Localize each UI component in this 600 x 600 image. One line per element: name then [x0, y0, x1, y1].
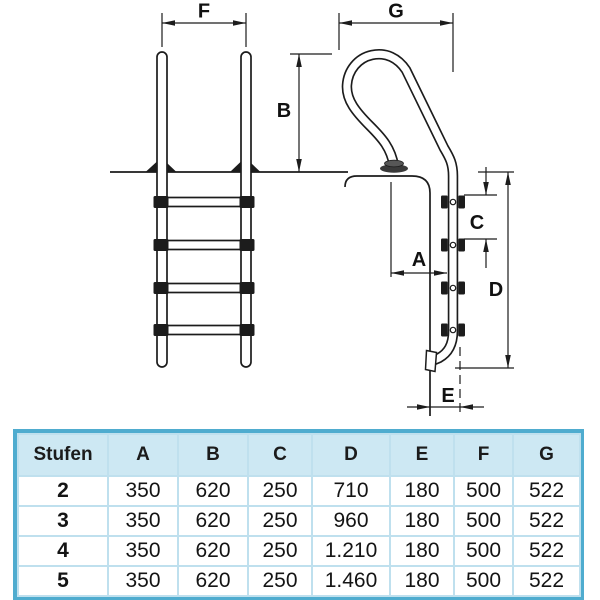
- front-view: [110, 51, 348, 368]
- dimension-d: D: [455, 171, 514, 369]
- dimensions-table: Stufen A B C D E F G 2 350 620 250 710: [13, 429, 584, 600]
- cell: 710: [311, 475, 391, 507]
- cell: 180: [389, 505, 455, 537]
- handrail-fill: [343, 50, 457, 364]
- dimension-label-c: C: [470, 212, 484, 234]
- header-f: F: [453, 433, 514, 477]
- cell: 350: [107, 535, 179, 567]
- dimension-c: C: [464, 167, 497, 268]
- dimension-label-b: B: [277, 100, 291, 122]
- cell: 522: [512, 505, 581, 537]
- cell: 250: [247, 475, 313, 507]
- header-e: E: [389, 433, 455, 477]
- header-g: G: [512, 433, 581, 477]
- dimension-e: E: [407, 347, 484, 414]
- cell: 180: [389, 535, 455, 567]
- cell: 250: [247, 565, 313, 597]
- table-row: 3 350 620 250 960 180 500 522: [17, 505, 581, 537]
- cell: 350: [107, 505, 179, 537]
- cell: 522: [512, 535, 581, 567]
- dimensions: F G B A: [161, 1, 514, 414]
- side-view: [341, 49, 465, 416]
- cell: 350: [107, 565, 179, 597]
- cell: 180: [389, 475, 455, 507]
- step-1: [153, 196, 255, 208]
- step-3: [153, 282, 255, 294]
- step-4: [153, 324, 255, 336]
- pool-deck-and-wall: [344, 175, 431, 416]
- dimension-g: G: [338, 1, 454, 72]
- cell: 522: [512, 475, 581, 507]
- cell: 2: [17, 475, 109, 507]
- table-row: 4 350 620 250 1.210 180 500 522: [17, 535, 581, 567]
- cell: 522: [512, 565, 581, 597]
- step-2: [153, 239, 255, 251]
- dimension-label-f: F: [198, 1, 210, 23]
- cell: 1.210: [311, 535, 391, 567]
- cell: 620: [177, 565, 249, 597]
- front-rail-right: [240, 51, 252, 368]
- header-stufen: Stufen: [17, 433, 109, 477]
- rail-foot: [424, 349, 438, 373]
- cell: 620: [177, 475, 249, 507]
- cell: 250: [247, 535, 313, 567]
- header-b: B: [177, 433, 249, 477]
- cell: 500: [453, 475, 514, 507]
- mount-3: [441, 281, 465, 295]
- front-rail-left: [156, 51, 168, 368]
- cell: 180: [389, 565, 455, 597]
- cell: 620: [177, 535, 249, 567]
- dimension-f: F: [161, 1, 247, 47]
- dimension-label-d: D: [489, 279, 503, 301]
- dimension-b: B: [277, 53, 332, 172]
- ladder-steps: [153, 196, 255, 336]
- dimension-label-a: A: [412, 249, 426, 271]
- spec-table: Stufen A B C D E F G 2 350 620 250 710: [17, 433, 581, 597]
- cell: 3: [17, 505, 109, 537]
- cell: 960: [311, 505, 391, 537]
- table-row: 2 350 620 250 710 180 500 522: [17, 475, 581, 507]
- mount-4: [441, 323, 465, 337]
- cell: 4: [17, 535, 109, 567]
- cell: 500: [453, 535, 514, 567]
- cell: 620: [177, 505, 249, 537]
- header-c: C: [247, 433, 313, 477]
- ladder-technical-drawing: F G B A: [110, 1, 514, 416]
- rail-mounts: [441, 195, 465, 337]
- handrail-flange: [380, 159, 408, 173]
- cell: 1.460: [311, 565, 391, 597]
- cell: 350: [107, 475, 179, 507]
- mount-1: [441, 195, 465, 209]
- cell: 250: [247, 505, 313, 537]
- handrail-outline: [341, 49, 459, 366]
- dimension-a: A: [390, 182, 447, 277]
- table-header-row: Stufen A B C D E F G: [17, 433, 581, 477]
- header-d: D: [311, 433, 391, 477]
- mount-2: [441, 238, 465, 252]
- header-a: A: [107, 433, 179, 477]
- deck-gussets: [145, 161, 261, 172]
- cell: 5: [17, 565, 109, 597]
- cell: 500: [453, 505, 514, 537]
- dimension-label-e: E: [441, 385, 454, 407]
- cell: 500: [453, 565, 514, 597]
- table-row: 5 350 620 250 1.460 180 500 522: [17, 565, 581, 597]
- dimension-label-g: G: [388, 1, 404, 23]
